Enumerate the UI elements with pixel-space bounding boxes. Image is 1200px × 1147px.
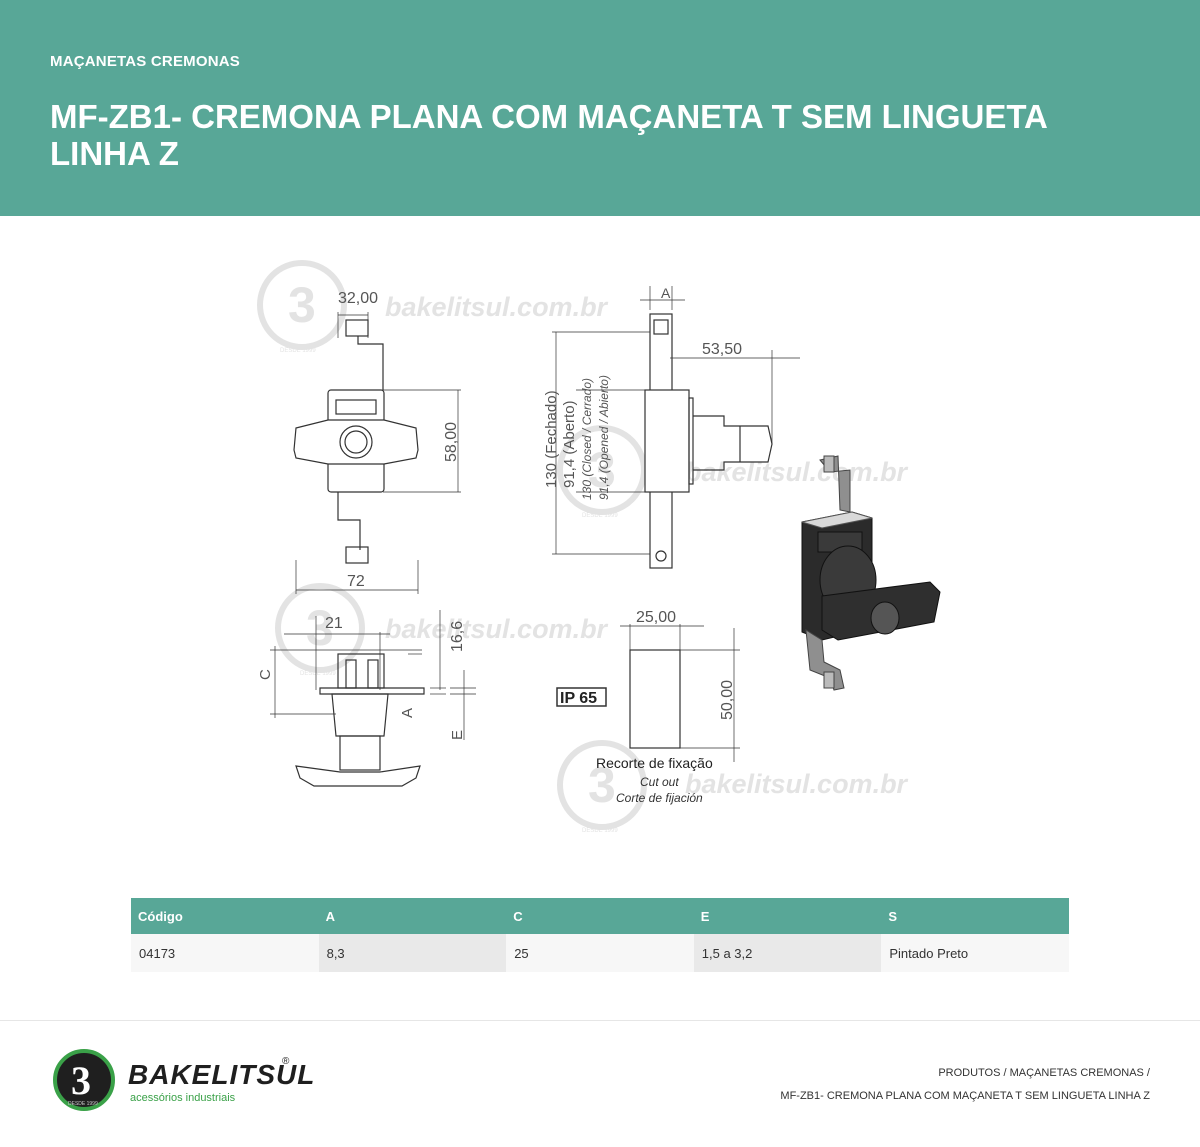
svg-text:DESDE 1999: DESDE 1999 (280, 348, 316, 354)
header-codigo: Código (131, 898, 319, 934)
header-c: C (506, 898, 694, 934)
dim-bottom-width: 21 (325, 615, 343, 632)
svg-text:bakelitsul.com.br: bakelitsul.com.br (385, 614, 609, 644)
dim-bottom-c: C (257, 669, 274, 680)
cell-e: 1,5 a 3,2 (693, 934, 882, 972)
dim-side-open-pt: 91,4 (Aberto) (561, 400, 578, 488)
table-header-row: Código A C E S (131, 898, 1069, 934)
dim-bottom-height: 16,6 (449, 621, 466, 652)
svg-text:bakelitsul.com.br: bakelitsul.com.br (685, 769, 909, 799)
side-view (552, 286, 800, 569)
technical-drawing: 3 DESDE 1999 bakelitsul.com.br 3 DESDE 1… (240, 250, 960, 840)
svg-text:bakelitsul.com.br: bakelitsul.com.br (685, 457, 909, 487)
page-header: MAÇANETAS CREMONAS MF-ZB1- CREMONA PLANA… (0, 0, 1200, 216)
svg-text:bakelitsul.com.br: bakelitsul.com.br (385, 292, 609, 322)
breadcrumb-line-1[interactable]: PRODUTOS / MAÇANETAS CREMONAS / (938, 1067, 1150, 1079)
cell-c: 25 (506, 934, 694, 972)
watermark-3: 3 DESDE 1999 bakelitsul.com.br (275, 583, 609, 677)
bottom-view (270, 610, 476, 787)
dim-cutout-height: 50,00 (719, 680, 736, 720)
header-a: A (318, 898, 507, 934)
cutout-view (556, 624, 740, 762)
svg-text:DESDE 1999: DESDE 1999 (300, 671, 336, 677)
svg-text:3: 3 (306, 600, 334, 656)
dim-side-open-en-es: 91,4 (Opened / Abierto) (597, 375, 611, 500)
dim-front-height: 58,00 (443, 422, 460, 462)
dim-side-a: A (661, 285, 671, 301)
dim-bottom-e: E (449, 730, 466, 740)
dim-side-closed-pt: 130 (Fechado) (543, 390, 560, 488)
svg-text:DESDE 1999: DESDE 1999 (582, 828, 618, 834)
cell-s: Pintado Preto (881, 934, 1069, 972)
watermark-4: 3 DESDE 1999 bakelitsul.com.br (557, 740, 909, 834)
svg-text:3: 3 (588, 442, 616, 498)
breadcrumb-line-2: MF-ZB1- CREMONA PLANA COM MAÇANETA T SEM… (780, 1090, 1150, 1102)
front-view (293, 312, 461, 594)
cutout-label-en: Cut out (640, 775, 679, 789)
cell-a: 8,3 (318, 934, 507, 972)
cell-codigo: 04173 (131, 934, 319, 972)
dim-side-closed-en-es: 130 (Closed / Cerrado) (580, 378, 594, 500)
svg-text:DESDE 1999: DESDE 1999 (582, 513, 618, 519)
ip-rating: IP 65 (560, 690, 597, 707)
specifications-table: Código A C E S 04173 8,3 25 1,5 a 3,2 Pi… (131, 898, 1069, 972)
watermark-1: 3 DESDE 1999 bakelitsul.com.br (257, 260, 609, 354)
product-3d-render (801, 455, 941, 691)
svg-text:3: 3 (288, 277, 316, 333)
cutout-label-pt: Recorte de fixação (596, 755, 713, 771)
dim-side-offset: 53,50 (702, 341, 742, 358)
dim-bottom-a: A (399, 708, 416, 718)
brand-name: BAKELITSUL (128, 1059, 315, 1090)
footer-divider (0, 1020, 1200, 1021)
category-label[interactable]: MAÇANETAS CREMONAS (50, 53, 240, 70)
dim-cutout-width: 25,00 (636, 609, 676, 626)
page-title: MF-ZB1- CREMONA PLANA COM MAÇANETA T SEM… (50, 98, 1047, 172)
svg-text:3: 3 (71, 1058, 91, 1103)
registered-mark: ® (282, 1056, 290, 1067)
logo-tag: DESDE 1999 (68, 1101, 98, 1107)
header-e: E (693, 898, 882, 934)
cutout-label-es: Corte de fijación (616, 791, 703, 805)
table-row: 04173 8,3 25 1,5 a 3,2 Pintado Preto (131, 934, 1069, 972)
brand-tagline: acessórios industriais (130, 1092, 236, 1104)
watermark-2: 3 DESDE 1999 bakelitsul.com.br (557, 425, 909, 519)
breadcrumb: PRODUTOS / MAÇANETAS CREMONAS / MF-ZB1- … (780, 1062, 1150, 1108)
footer-logo[interactable]: 3 DESDE 1999 BAKELITSUL ® acessórios ind… (52, 1048, 352, 1114)
dim-front-width-top: 32,00 (338, 290, 378, 307)
header-s: S (881, 898, 1069, 934)
dim-front-width-bottom: 72 (347, 573, 365, 590)
svg-text:3: 3 (588, 757, 616, 813)
